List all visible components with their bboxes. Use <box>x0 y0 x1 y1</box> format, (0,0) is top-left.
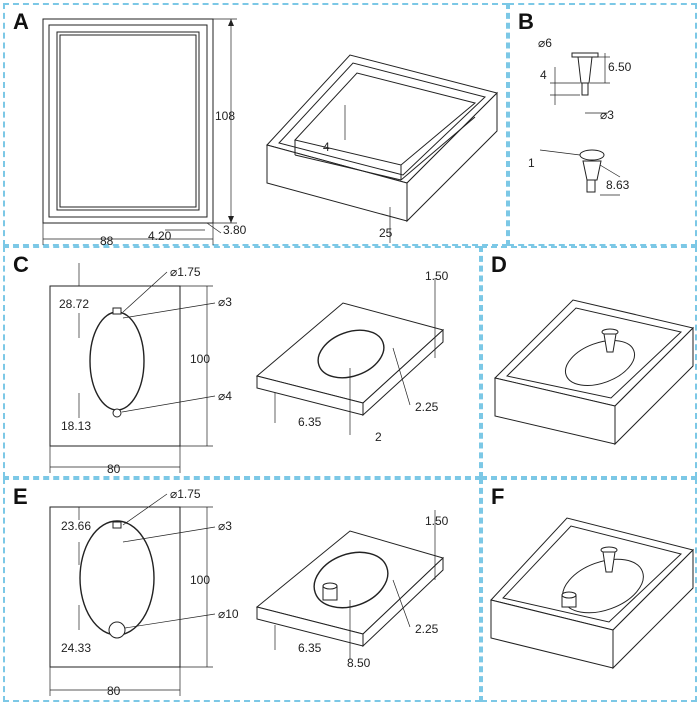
groove-label: 1.50 <box>425 514 449 528</box>
bottom-hole-label: ⌀4 <box>218 389 232 403</box>
height-dim-label: 108 <box>215 109 235 123</box>
panel-d: D <box>481 246 697 478</box>
plate-height-label: 100 <box>190 573 210 587</box>
pin-isometric-view <box>579 149 605 193</box>
top-hole-label: ⌀1.75 <box>170 487 201 501</box>
wall-thickness-label: 3.80 <box>223 223 247 237</box>
stem-diameter-label: ⌀3 <box>600 108 614 122</box>
mid-hole-label: ⌀3 <box>218 295 232 309</box>
outer-wall-outline <box>42 18 214 224</box>
panel-label-f: F <box>491 484 505 509</box>
tip-label: 1 <box>528 156 535 170</box>
panel-a: A 108 88 4.20 3.80 <box>3 3 508 248</box>
groove-depth-label: 2.25 <box>415 622 439 636</box>
edge-label: 6.35 <box>298 415 322 429</box>
inner-offset-label: 4.20 <box>148 229 172 243</box>
assembled-box-with-plate-and-cylinder <box>490 517 694 670</box>
panel-label-b: B <box>518 9 534 34</box>
plate-width-label: 80 <box>107 462 121 476</box>
top-offset-label: 23.66 <box>61 519 91 533</box>
width-dim-label: 88 <box>100 234 114 248</box>
panel-label-d: D <box>491 252 507 277</box>
top-offset-label: 28.72 <box>59 297 89 311</box>
inner-cavity-edge <box>59 34 197 208</box>
panel-b-drawing: ⌀6 6.50 4 ⌀3 1 8.63 <box>528 36 632 196</box>
plate-width-label: 80 <box>107 684 121 698</box>
plate-outline <box>49 506 181 668</box>
groove-depth-label: 2.25 <box>415 400 439 414</box>
depth-dim-label: 4 <box>323 140 330 154</box>
panel-c: C ⌀1.75 28.72 ⌀3 100 ⌀4 18.13 80 <box>3 246 481 478</box>
bottom-offset-label: 24.33 <box>61 641 91 655</box>
groove-label: 1.50 <box>425 269 449 283</box>
overall-height-label: 8.63 <box>606 178 630 192</box>
top-diameter-label: ⌀6 <box>538 36 552 50</box>
plate-height-label: 100 <box>190 352 210 366</box>
panel-c-drawing: ⌀1.75 28.72 ⌀3 100 ⌀4 18.13 80 1.50 2.25… <box>49 263 449 476</box>
step-label: 2 <box>375 430 382 444</box>
edge-label: 6.35 <box>298 641 322 655</box>
mid-hole-label: ⌀3 <box>218 519 232 533</box>
panel-d-drawing <box>494 299 694 446</box>
isometric-plate <box>255 302 445 417</box>
inner-cavity-outline <box>56 31 200 211</box>
panel-b: B ⌀6 6.50 4 ⌀3 1 8.63 <box>508 3 697 246</box>
panel-label-a: A <box>13 9 29 34</box>
assembled-box-with-plate <box>494 299 694 446</box>
bottom-hole-label: ⌀10 <box>218 607 239 621</box>
stem-length-label: 4 <box>540 68 547 82</box>
top-hole-label: ⌀1.75 <box>170 265 201 279</box>
oval-channel <box>79 520 155 636</box>
panel-e: E ⌀1.75 23.66 ⌀3 100 ⌀10 24.33 80 <box>3 478 481 702</box>
oval-channel <box>89 311 145 411</box>
panel-a-drawing: 108 88 4.20 3.80 4 25 <box>42 18 498 248</box>
plate-outline <box>49 285 181 447</box>
bottom-offset-label: 18.13 <box>61 419 91 433</box>
panel-e-drawing: ⌀1.75 23.66 ⌀3 100 ⌀10 24.33 80 1.50 2.2… <box>49 487 449 698</box>
panel-label-c: C <box>13 252 29 277</box>
pin-side-view <box>571 52 599 96</box>
cylinder-label: 8.50 <box>347 656 371 670</box>
panel-f: F <box>481 478 697 702</box>
panel-label-e: E <box>13 484 28 509</box>
middle-wall-outline <box>48 24 208 218</box>
isometric-plate <box>255 530 444 648</box>
isometric-box <box>266 54 498 223</box>
panel-f-drawing <box>490 517 694 670</box>
top-height-label: 6.50 <box>608 60 632 74</box>
total-height-label: 25 <box>379 226 393 240</box>
